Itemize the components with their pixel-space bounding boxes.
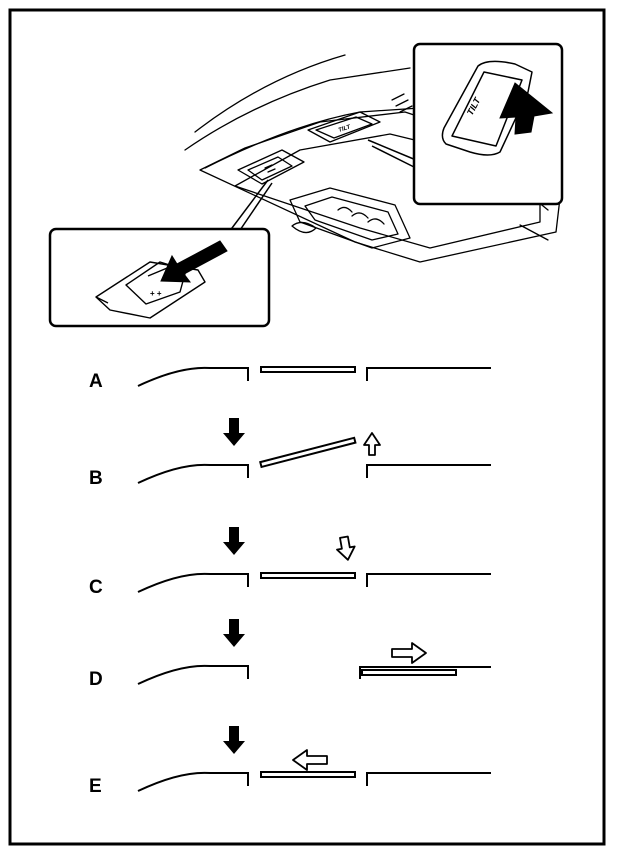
figure-frame: [8, 8, 606, 846]
sunroof-panel: [260, 771, 356, 778]
press-arrow-icon: [223, 619, 245, 647]
callout-leader-left: [225, 179, 269, 237]
row-label-e: E: [89, 776, 102, 797]
console-tilt-marking: TILT: [338, 124, 353, 134]
up-arrow-icon: [363, 432, 381, 456]
left-switch-callout: + +: [48, 179, 273, 328]
callout-leader-right: [367, 139, 417, 161]
sunroof-panel: [259, 436, 357, 469]
press-arrow-icon: [223, 527, 245, 555]
row-label-c: C: [89, 577, 103, 598]
left-switch-marking: + +: [150, 289, 162, 298]
right-arrow-icon: [391, 642, 427, 664]
press-arrow-icon: [223, 726, 245, 754]
sunroof-panel: [361, 669, 457, 676]
row-label-b: B: [89, 468, 103, 489]
press-arrow-icon: [223, 418, 245, 446]
row-label-d: D: [89, 669, 103, 690]
push-arrow-icon: [160, 240, 228, 283]
sequence-row-a: A: [89, 366, 491, 392]
sequence-row-e: E: [89, 726, 491, 797]
push-up-arrow-icon: [499, 82, 554, 135]
row-label-a: A: [89, 371, 103, 392]
sequence-row-c: C: [89, 527, 491, 598]
down-arrow-icon: [336, 535, 356, 561]
sequence-row-d: D: [89, 619, 491, 690]
sunroof-panel: [260, 572, 356, 579]
right-switch-callout: TILT: [367, 42, 564, 206]
sequence-row-b: B: [89, 418, 491, 489]
left-arrow-icon: [292, 749, 328, 771]
